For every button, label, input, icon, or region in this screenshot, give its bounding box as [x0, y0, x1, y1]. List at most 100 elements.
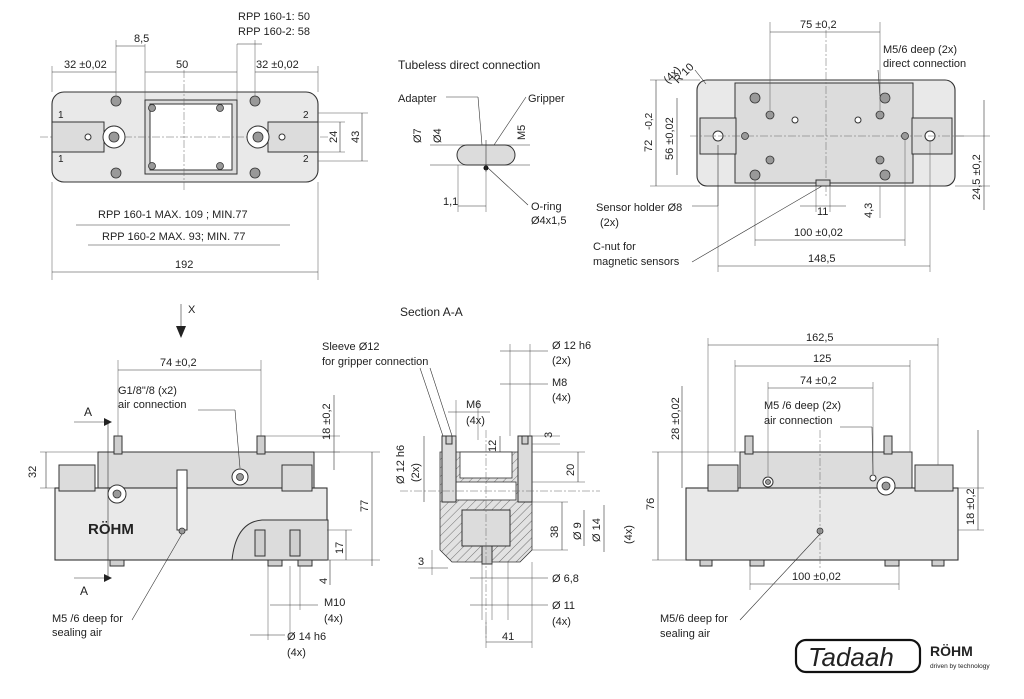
dim-m5: M5: [516, 125, 528, 140]
cnut-label-2: magnetic sensors: [593, 256, 680, 268]
dim-m10: M10: [324, 597, 345, 609]
m5-sealing-label-2: sealing air: [660, 628, 710, 640]
connection-title: Tubeless direct connection: [398, 58, 540, 72]
dim-14h6-count: (4x): [287, 647, 306, 659]
tadaah-logo-frame: [794, 638, 922, 674]
dim-4: 4: [318, 578, 330, 584]
port-label: 1: [58, 154, 64, 165]
section-a-bottom: A: [80, 584, 88, 598]
dim-7: Ø7: [412, 128, 424, 143]
air-conn-label: G1/8"/8 (x2): [118, 385, 177, 397]
dim-14: Ø 14: [591, 518, 603, 542]
dim-24-5: 24,5 ±0,2: [971, 154, 983, 200]
m5-direct-label: M5/6 deep (2x): [883, 44, 957, 56]
branding: Tadaah RÖHM driven by technology: [794, 638, 990, 674]
dim-192: 192: [175, 259, 193, 271]
rohm-logo: RÖHM: [930, 643, 973, 659]
oring-label: O-ring: [531, 201, 562, 213]
dim-12h6-top-count: (2x): [552, 355, 571, 367]
dim-m8: M8: [552, 377, 567, 389]
dim-74: 74 ±0,2: [800, 375, 837, 387]
sleeve-label: Sleeve Ø12: [322, 341, 379, 353]
section-view: Sleeve Ø12 for gripper connection Ø 12 h…: [322, 340, 635, 648]
dim-125: 125: [813, 353, 831, 365]
dim-8-5: 8,5: [134, 33, 149, 45]
top-left-view: 1 1 2 2 32 ±0,02 50 32 ±0,02 8,5 RPP 160…: [40, 11, 368, 280]
dim-17: 17: [334, 542, 346, 554]
dim-11-count: (4x): [552, 616, 571, 628]
dim-20: 20: [565, 464, 577, 476]
dim-72: 72: [643, 140, 655, 152]
dim-75: 75 ±0,2: [800, 19, 837, 31]
dim-100: 100 ±0,02: [792, 571, 841, 583]
dim-9: Ø 9: [572, 522, 584, 540]
dim-m8-count: (4x): [552, 392, 571, 404]
dim-4: Ø4: [432, 128, 444, 143]
section-a-top: A: [84, 405, 92, 419]
sensor-count: (2x): [600, 217, 619, 229]
dim-43: 43: [350, 131, 362, 143]
dim-11: 11: [817, 206, 828, 218]
dim-72-tol: -0,2: [644, 112, 655, 130]
section-title: Section A-A: [400, 305, 463, 319]
dim-m6: M6: [466, 399, 481, 411]
port-label: 1: [58, 110, 64, 121]
adapter-label: Adapter: [398, 93, 437, 105]
dim-1-1: 1,1: [443, 196, 458, 208]
stroke-rpp2: RPP 160-2 MAX. 93; MIN. 77: [102, 231, 245, 243]
rohm-logo-front: RÖHM: [88, 521, 134, 538]
dim-41: 41: [502, 631, 514, 643]
dim-12: 12: [487, 440, 499, 452]
m5-sealing-label: M5 /6 deep for: [52, 613, 123, 625]
dim-32: 32: [27, 466, 39, 478]
dim-3-bottom: 3: [418, 556, 424, 568]
sleeve-label-2: for gripper connection: [322, 356, 428, 368]
gripper-label: Gripper: [528, 93, 565, 105]
dim-14-count: (4x): [623, 525, 635, 544]
m5-sealing-label-2: sealing air: [52, 627, 102, 639]
view-x: X: [188, 304, 196, 316]
dim-18: 18 ±0,2: [965, 488, 977, 525]
oring-size: Ø4x1,5: [531, 215, 566, 227]
dim-6-8: Ø 6,8: [552, 573, 579, 585]
dim-12h6-top: Ø 12 h6: [552, 340, 591, 352]
m5-direct-label-2: direct connection: [883, 58, 966, 70]
port-label: 2: [303, 154, 309, 165]
dim-162-5: 162,5: [806, 332, 834, 344]
front-left-view: X RÖHM A A 74 ±0,2 G1/8"/8 (x2): [27, 304, 380, 659]
dim-24: 24: [328, 131, 340, 143]
m5-sealing-label: M5/6 deep for: [660, 613, 728, 625]
dim-14h6: Ø 14 h6: [287, 631, 326, 643]
dim-28: 28 ±0,02: [670, 397, 682, 440]
tadaah-logo: Tadaah: [808, 642, 894, 672]
stroke-rpp1: RPP 160-1 MAX. 109 ; MIN.77: [98, 209, 248, 221]
dim-18: 18 ±0,2: [321, 403, 333, 440]
dim-11: Ø 11: [552, 600, 575, 612]
dim-50: 50: [176, 59, 188, 71]
dim-m10-count: (4x): [324, 613, 343, 625]
cnut-label: C-nut for: [593, 241, 636, 253]
rpp-length-1: RPP 160-1: 50: [238, 11, 310, 23]
dim-32-left: 32 ±0,02: [64, 59, 107, 71]
top-right-view: 75 ±0,2 M5/6 deep (2x) direct connection…: [593, 19, 990, 272]
dim-12h6-left: Ø 12 h6: [395, 445, 407, 484]
rohm-tagline: driven by technology: [930, 663, 990, 670]
dim-32-right: 32 ±0,02: [256, 59, 299, 71]
port-label: 2: [303, 110, 309, 121]
dim-38: 38: [549, 526, 561, 538]
connection-view: Tubeless direct connection Adapter Gripp…: [398, 58, 566, 227]
dim-100: 100 ±0,02: [794, 227, 843, 239]
dim-3-top: 3: [543, 432, 555, 438]
m5-air-label: M5 /6 deep (2x): [764, 400, 841, 412]
dim-56: 56 ±0,02: [664, 117, 676, 160]
air-conn-label-2: air connection: [118, 399, 187, 411]
m5-air-label-2: air connection: [764, 415, 833, 427]
dim-m6-count: (4x): [466, 415, 485, 427]
sensor-holder-label: Sensor holder Ø8: [596, 202, 682, 214]
dim-74: 74 ±0,2: [160, 357, 197, 369]
front-right-view: 162,5 125 74 ±0,2 M5 /6 deep (2x) air co…: [645, 332, 984, 640]
dim-148-5: 148,5: [808, 253, 836, 265]
rpp-length-2: RPP 160-2: 58: [238, 26, 310, 38]
dim-12h6-left-count: (2x): [410, 463, 422, 482]
